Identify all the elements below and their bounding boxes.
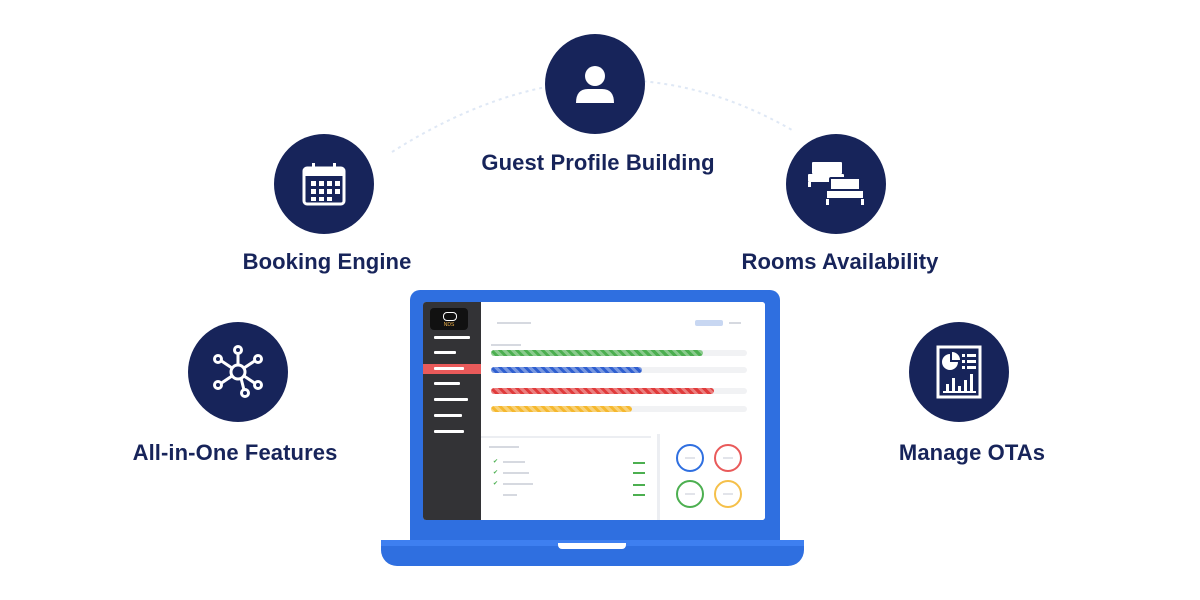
row-placeholder xyxy=(503,461,525,463)
dashboard-sidebar: NDS xyxy=(423,302,481,520)
laptop-notch xyxy=(558,543,626,549)
sidebar-item xyxy=(434,430,464,433)
header-link-placeholder xyxy=(729,322,741,324)
progress-track xyxy=(491,367,747,373)
stat-ring xyxy=(676,444,704,472)
panel-title-placeholder xyxy=(489,446,519,448)
progress-bar xyxy=(491,388,714,394)
sidebar-item-active xyxy=(423,364,481,374)
progress-bar xyxy=(491,406,632,412)
progress-bar xyxy=(491,350,704,356)
stats-panel xyxy=(657,434,765,520)
check-icon: ✔ xyxy=(493,459,499,465)
network-icon xyxy=(188,322,288,422)
sidebar-item xyxy=(434,382,460,385)
check-icon: ✔ xyxy=(493,481,499,487)
feature-label: Guest Profile Building xyxy=(481,150,715,175)
row-placeholder xyxy=(503,483,533,485)
stat-ring xyxy=(714,480,742,508)
sidebar-item xyxy=(434,398,468,401)
dashboard-main: ✔ ✔ ✔ xyxy=(481,302,765,520)
dashboard-screen: NDS ✔ ✔ ✔ xyxy=(423,302,765,520)
row-placeholder xyxy=(503,472,529,474)
beds-icon xyxy=(786,134,886,234)
sidebar-item xyxy=(434,336,470,339)
user-icon xyxy=(545,34,645,134)
tasks-panel: ✔ ✔ ✔ xyxy=(481,436,651,520)
check-icon: ✔ xyxy=(493,470,499,476)
header-button xyxy=(695,320,723,326)
status-line xyxy=(633,462,645,464)
progress-track xyxy=(491,388,747,394)
calendar-icon xyxy=(274,134,374,234)
progress-bar xyxy=(491,367,643,373)
feature-label: Booking Engine xyxy=(242,249,412,274)
feature-label: Manage OTAs xyxy=(898,440,1046,465)
stat-ring xyxy=(676,480,704,508)
report-icon xyxy=(909,322,1009,422)
feature-label: All-in-One Features xyxy=(132,440,338,465)
progress-track xyxy=(491,350,747,356)
app-logo: NDS xyxy=(430,308,468,330)
status-line xyxy=(633,494,645,496)
row-placeholder xyxy=(503,494,517,496)
status-line xyxy=(633,484,645,486)
feature-label: Rooms Availability xyxy=(741,249,939,274)
sidebar-item xyxy=(434,351,456,354)
sidebar-item xyxy=(434,414,462,417)
section-title-placeholder xyxy=(491,344,521,346)
status-line xyxy=(633,472,645,474)
header-title-placeholder xyxy=(497,322,531,324)
progress-track xyxy=(491,406,747,412)
stat-ring xyxy=(714,444,742,472)
